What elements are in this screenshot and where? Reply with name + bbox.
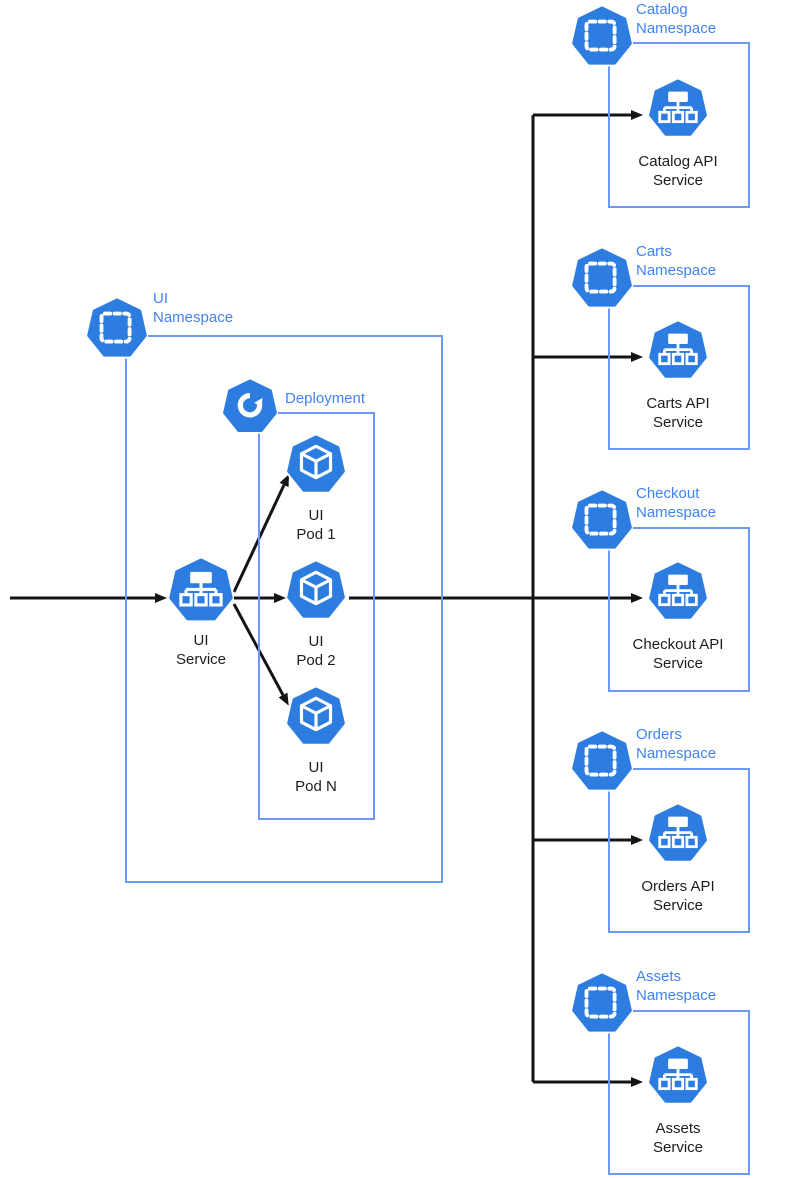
- label-line: Service: [652, 414, 704, 431]
- label-line: Service: [652, 655, 704, 672]
- assets-namespace-box: [608, 1010, 750, 1175]
- label-line: UI: [308, 633, 324, 650]
- label-line: UI: [308, 759, 324, 776]
- label-line: Namespace: [636, 745, 717, 762]
- kubernetes-pod-icon: [286, 561, 346, 621]
- ui-namespace-label: UI Namespace: [153, 289, 233, 327]
- label-line: UI: [193, 632, 209, 649]
- label-line: Namespace: [636, 262, 717, 279]
- checkout-namespace-box: [608, 527, 750, 692]
- kubernetes-service-icon: [648, 1046, 708, 1106]
- label-line: Pod N: [295, 778, 337, 795]
- catalog-namespace-label: Catalog Namespace: [636, 0, 716, 38]
- kubernetes-namespace-icon: [86, 298, 148, 360]
- kubernetes-namespace-icon: [571, 731, 633, 793]
- kubernetes-deployment-icon: [222, 379, 278, 435]
- label-line: Checkout: [636, 485, 700, 502]
- kubernetes-service-icon: [648, 321, 708, 381]
- label-line: Service: [652, 1139, 704, 1156]
- deployment-box: [258, 412, 375, 820]
- label-line: Carts: [636, 243, 672, 260]
- label-line: Checkout API: [632, 636, 724, 653]
- orders-api-service-label: Orders API Service: [641, 877, 714, 915]
- checkout-namespace-label: Checkout Namespace: [636, 484, 716, 522]
- label-line: Deployment: [285, 390, 366, 407]
- orders-namespace-label: Orders Namespace: [636, 725, 716, 763]
- label-line: Service: [652, 897, 704, 914]
- label-line: UI: [308, 507, 324, 524]
- ui-pod-n-label: UI Pod N: [295, 758, 337, 796]
- label-line: Service: [652, 172, 704, 189]
- ui-pod-2-label: UI Pod 2: [296, 632, 335, 670]
- kubernetes-pod-icon: [286, 687, 346, 747]
- label-line: Pod 1: [296, 526, 336, 543]
- label-line: Assets: [655, 1120, 701, 1137]
- kubernetes-service-icon: [648, 562, 708, 622]
- orders-namespace-box: [608, 768, 750, 933]
- ui-namespace-box: [125, 335, 443, 883]
- label-line: Catalog: [636, 1, 688, 18]
- label-line: Assets: [636, 968, 682, 985]
- catalog-namespace-box: [608, 42, 750, 208]
- label-line: Namespace: [636, 504, 717, 521]
- kubernetes-service-icon: [648, 79, 708, 139]
- kubernetes-namespace-icon: [571, 6, 633, 68]
- kubernetes-service-icon: [168, 558, 234, 624]
- label-line: Namespace: [636, 987, 717, 1004]
- carts-api-service-label: Carts API Service: [646, 394, 709, 432]
- carts-namespace-label: Carts Namespace: [636, 242, 716, 280]
- carts-namespace-box: [608, 285, 750, 450]
- label-line: Namespace: [153, 309, 234, 326]
- ui-service-label: UI Service: [176, 631, 226, 669]
- catalog-api-service-label: Catalog API Service: [638, 152, 717, 190]
- label-line: Pod 2: [296, 652, 336, 669]
- label-line: Service: [175, 651, 227, 668]
- label-line: Namespace: [636, 20, 717, 37]
- label-line: Orders: [636, 726, 682, 743]
- label-line: UI: [153, 290, 168, 307]
- kubernetes-service-icon: [648, 804, 708, 864]
- kubernetes-pod-icon: [286, 435, 346, 495]
- kubernetes-namespace-icon: [571, 973, 633, 1035]
- deployment-label: Deployment: [285, 389, 365, 408]
- label-line: Orders API: [641, 878, 715, 895]
- checkout-api-service-label: Checkout API Service: [633, 635, 724, 673]
- assets-namespace-label: Assets Namespace: [636, 967, 716, 1005]
- kubernetes-namespace-icon: [571, 490, 633, 552]
- ui-pod-1-label: UI Pod 1: [296, 506, 335, 544]
- label-line: Catalog API: [638, 153, 718, 170]
- kubernetes-namespace-icon: [571, 248, 633, 310]
- assets-service-label: Assets Service: [653, 1119, 703, 1157]
- label-line: Carts API: [646, 395, 710, 412]
